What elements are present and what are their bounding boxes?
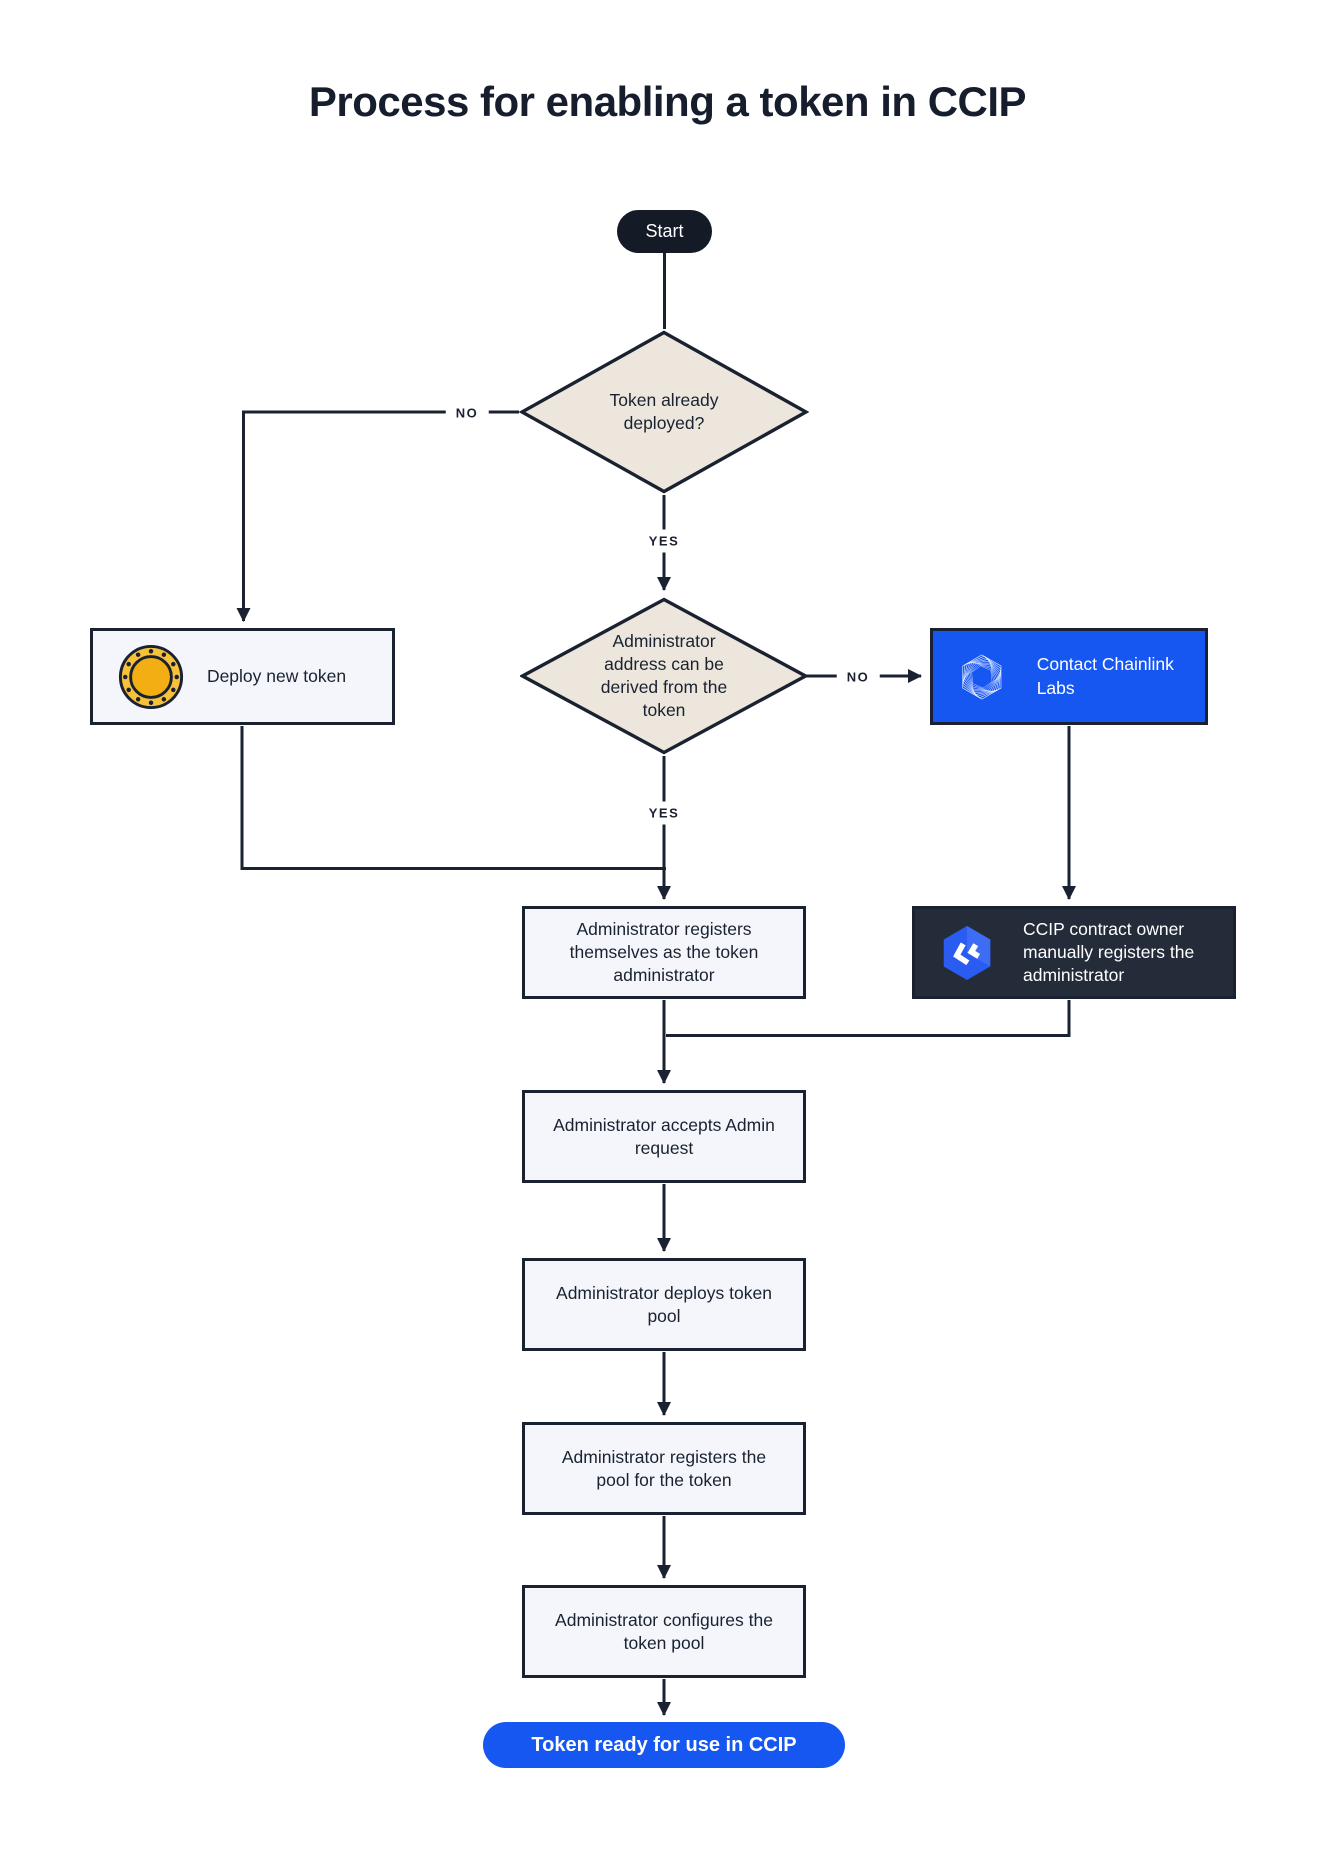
admin-configures-pool-label: Administrator configures the token pool xyxy=(555,1609,773,1653)
end-label: Token ready for use in CCIP xyxy=(531,1733,797,1756)
end-node: Token ready for use in CCIP xyxy=(483,1722,845,1768)
edge-label-yes-1: YES xyxy=(638,529,690,553)
admin-configures-pool-node: Administrator configures the token pool xyxy=(522,1585,806,1678)
diamond-shape xyxy=(520,597,808,755)
decision-admin-address-derivable: Administrator address can be derived fro… xyxy=(520,597,808,755)
page-title: Process for enabling a token in CCIP xyxy=(308,78,1027,125)
admin-accepts-label: Administrator accepts Admin request xyxy=(553,1114,775,1158)
decision-token-already-deployed: Token already deployed? xyxy=(519,330,809,494)
ccip-owner-registers-label: CCIP contract owner manually registers t… xyxy=(1023,918,1195,986)
contact-chainlink-labs-label: Contact Chainlink Labs xyxy=(1036,654,1174,698)
ccip-icon xyxy=(943,925,991,980)
deploy-new-token-label: Deploy new token xyxy=(206,666,347,687)
decision-label: Administrator address can be derived fro… xyxy=(600,630,728,721)
admin-deploys-pool-label: Administrator deploys token pool xyxy=(556,1282,772,1326)
admin-registers-pool-node: Administrator registers the pool for the… xyxy=(522,1422,806,1515)
admin-registers-label: Administrator registers themselves as th… xyxy=(569,919,759,985)
start-label: Start xyxy=(645,221,684,241)
ccip-owner-registers-node: CCIP contract owner manually registers t… xyxy=(912,906,1236,999)
edge-label-no-1: NO xyxy=(445,401,489,425)
admin-deploys-pool-node: Administrator deploys token pool xyxy=(522,1258,806,1351)
diamond-shape xyxy=(519,330,809,494)
edge-label-no-2: NO xyxy=(836,665,880,689)
contact-chainlink-labs-node: Contact Chainlink Labs xyxy=(930,628,1208,725)
admin-registers-pool-label: Administrator registers the pool for the… xyxy=(561,1446,767,1490)
admin-accepts-node: Administrator accepts Admin request xyxy=(522,1090,806,1183)
start-node: Start xyxy=(617,210,712,253)
admin-registers-node: Administrator registers themselves as th… xyxy=(522,906,806,999)
deploy-new-token-node: Deploy new token xyxy=(90,628,395,725)
edge-label-yes-2: YES xyxy=(638,801,690,825)
coin-icon xyxy=(118,644,184,709)
chainlink-labs-icon xyxy=(962,654,1002,699)
decision-label: Token already deployed? xyxy=(609,389,719,433)
